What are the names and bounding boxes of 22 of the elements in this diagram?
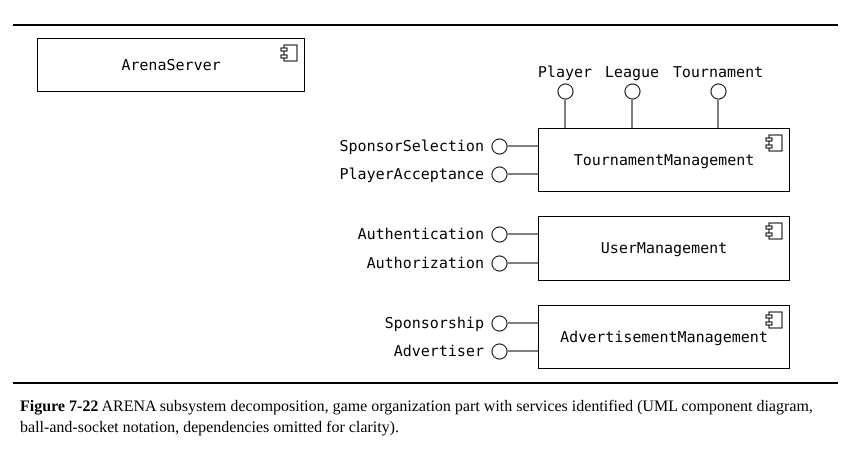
component-name: ArenaServer xyxy=(121,54,221,76)
interface-label: Player xyxy=(538,63,592,81)
interface-label: Authentication xyxy=(358,224,484,245)
interface-label: PlayerAcceptance xyxy=(340,164,484,185)
interface-label: Sponsorship xyxy=(384,312,484,334)
component-box xyxy=(538,216,790,281)
interface-label: Tournament xyxy=(672,63,764,81)
connector-line xyxy=(564,100,566,128)
component-box xyxy=(538,305,790,369)
connector-line xyxy=(508,350,538,352)
connector-line xyxy=(508,322,538,324)
figure-caption: Figure 7-22 ARENA subsystem decomposition, game organization part with services identified (UML component diagram, ball-and-socket notation, dependencies omitted for clarity). xyxy=(20,397,814,438)
interface-label: Advertiser xyxy=(394,340,484,362)
connector-line xyxy=(508,262,538,264)
component-box xyxy=(37,38,305,92)
interface-label: Authorization xyxy=(366,252,484,274)
component-name: TournamentManagement xyxy=(574,150,754,171)
component-box xyxy=(538,128,790,192)
interface-label: League xyxy=(604,63,660,81)
component-name: AdvertisementManagement xyxy=(560,326,768,348)
interface-label: SponsorSelection xyxy=(340,136,484,157)
component-name: UserManagement xyxy=(600,238,728,260)
